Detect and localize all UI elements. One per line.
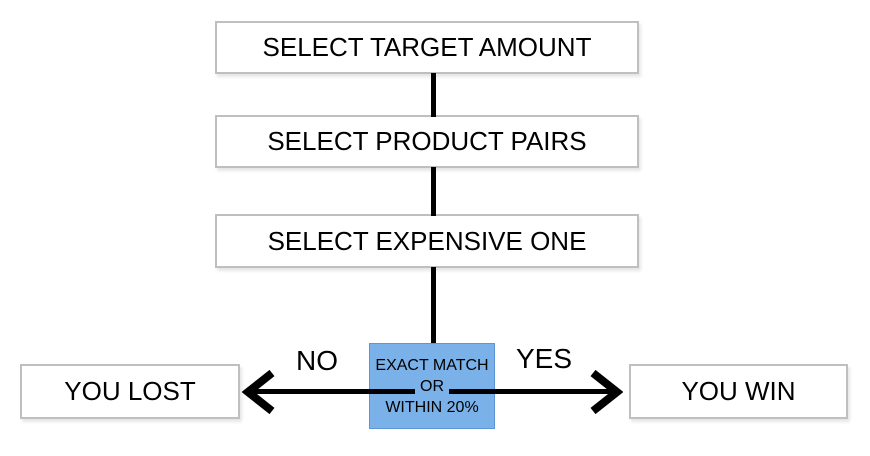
step-box-select-product-pairs: SELECT PRODUCT PAIRS (215, 115, 639, 168)
decision-label: EXACT MATCH OR WITHIN 20% (369, 343, 495, 429)
outcome-box-you-win: YOU WIN (629, 364, 848, 419)
branch-label-yes: YES (515, 343, 573, 374)
connector-line-3 (431, 267, 436, 345)
outcome-box-you-lost: YOU LOST (20, 364, 240, 419)
decision-line-2: OR (415, 375, 449, 397)
decision-line-3: WITHIN 20% (385, 398, 479, 416)
branch-label-no: NO (296, 345, 338, 376)
arrowhead-right-icon (590, 369, 623, 415)
decision-line-1: EXACT MATCH (375, 356, 489, 374)
arrowhead-left-icon (242, 369, 275, 415)
step-box-select-expensive-one: SELECT EXPENSIVE ONE (215, 214, 639, 268)
connector-line-2 (431, 167, 436, 216)
connector-line-1 (431, 73, 436, 117)
step-box-select-target-amount: SELECT TARGET AMOUNT (215, 21, 639, 74)
